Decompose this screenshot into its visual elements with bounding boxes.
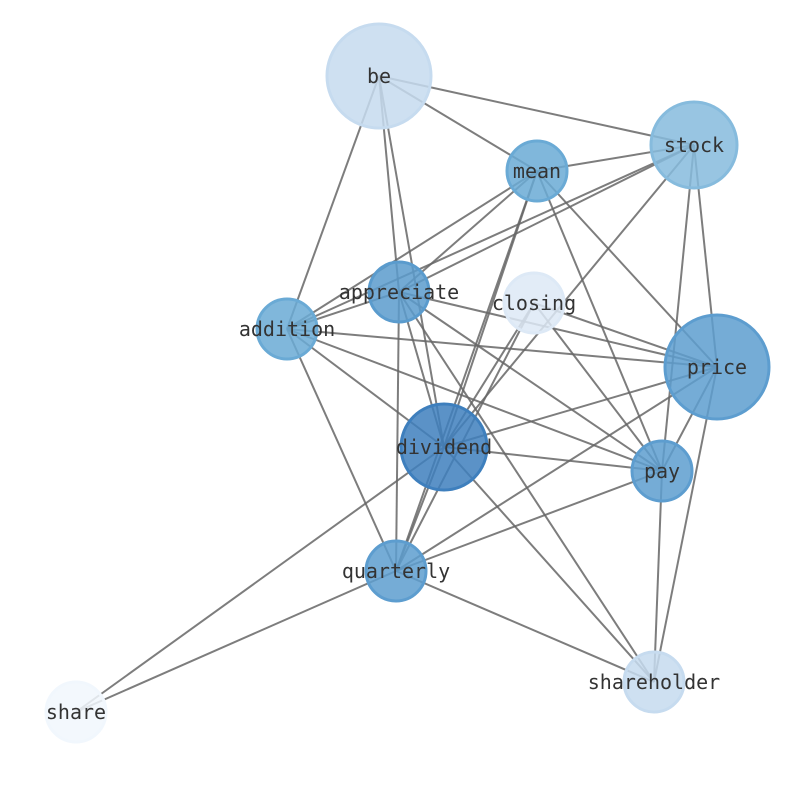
- node-quarterly[interactable]: quarterly: [342, 539, 450, 603]
- edge-addition-price: [286, 328, 718, 368]
- node-label: be: [367, 64, 391, 88]
- edge-be-stock: [378, 75, 695, 146]
- edge-appreciate-price: [398, 291, 718, 368]
- node-share[interactable]: share: [44, 680, 108, 744]
- node-shareholder[interactable]: shareholder: [588, 650, 720, 714]
- node-circle[interactable]: [367, 260, 431, 324]
- edge-appreciate-quarterly: [395, 291, 400, 572]
- node-appreciate[interactable]: appreciate: [339, 260, 459, 324]
- node-label: share: [46, 700, 106, 724]
- node-circle[interactable]: [325, 22, 433, 130]
- node-stock[interactable]: stock: [649, 100, 739, 190]
- node-label: pay: [644, 459, 680, 483]
- node-mean[interactable]: mean: [505, 139, 569, 203]
- node-pay[interactable]: pay: [630, 439, 694, 503]
- node-circle[interactable]: [649, 100, 739, 190]
- node-addition[interactable]: addition: [239, 297, 335, 361]
- edge-mean-pay: [536, 170, 663, 472]
- node-label: price: [687, 355, 747, 379]
- node-label: mean: [513, 159, 561, 183]
- edge-quarterly-share: [75, 570, 397, 713]
- edge-addition-pay: [286, 328, 663, 472]
- node-circle[interactable]: [399, 402, 489, 492]
- node-circle[interactable]: [364, 539, 428, 603]
- node-circle[interactable]: [255, 297, 319, 361]
- node-circle[interactable]: [663, 313, 771, 421]
- edge-stock-pay: [661, 144, 695, 472]
- edge-closing-pay: [533, 302, 663, 472]
- nodes: be stock mean appreciate closing addition pric…: [44, 22, 771, 744]
- edge-addition-quarterly: [286, 328, 397, 572]
- node-label: shareholder: [588, 670, 720, 694]
- node-price[interactable]: price: [663, 313, 771, 421]
- edge-dividend-share: [75, 446, 445, 713]
- edge-dividend-shareholder: [443, 446, 655, 683]
- node-label: appreciate: [339, 280, 459, 304]
- edge-price-quarterly: [395, 366, 718, 572]
- edge-pay-shareholder: [653, 470, 663, 683]
- edge-quarterly-shareholder: [395, 570, 655, 683]
- edges: [75, 75, 718, 713]
- node-label: closing: [492, 291, 576, 315]
- edge-appreciate-pay: [398, 291, 663, 472]
- edge-mean-addition: [286, 170, 538, 330]
- node-circle[interactable]: [502, 271, 566, 335]
- node-label: stock: [664, 133, 724, 157]
- edge-price-shareholder: [653, 366, 718, 683]
- edge-mean-quarterly: [395, 170, 538, 572]
- node-circle[interactable]: [505, 139, 569, 203]
- node-circle[interactable]: [44, 680, 108, 744]
- edge-stock-addition: [286, 144, 695, 330]
- node-be[interactable]: be: [325, 22, 433, 130]
- node-label: addition: [239, 317, 335, 341]
- node-dividend[interactable]: dividend: [396, 402, 492, 492]
- node-label: dividend: [396, 435, 492, 459]
- node-circle[interactable]: [622, 650, 686, 714]
- edge-pay-quarterly: [395, 470, 663, 572]
- node-circle[interactable]: [630, 439, 694, 503]
- node-closing[interactable]: closing: [492, 271, 576, 335]
- edge-stock-appreciate: [398, 144, 695, 293]
- node-label: quarterly: [342, 559, 450, 583]
